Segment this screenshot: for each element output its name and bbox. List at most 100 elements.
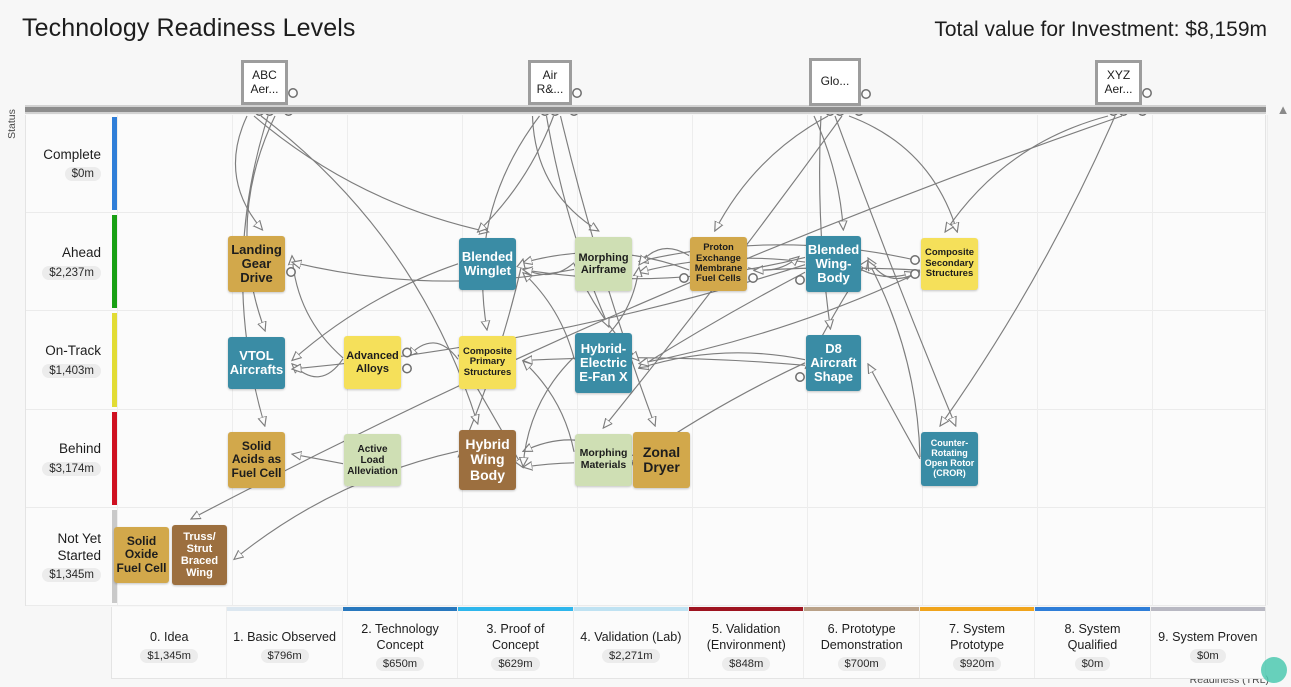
technology-card-label: Morphing Materials (579, 447, 628, 471)
total-investment-label: Total value for Investment: $8,159m (934, 18, 1267, 41)
trl-gridline (1267, 115, 1268, 605)
status-row-label[interactable]: Not Yet Started$1,345m (26, 508, 112, 606)
status-color-stripe (112, 117, 117, 211)
technology-card-label: Hybrid- Electric E-Fan X (579, 340, 628, 385)
trl-column-name: 0. Idea (149, 629, 189, 644)
link-port[interactable] (572, 88, 582, 98)
technology-card-solid-oxide-fuel-cell[interactable]: Solid Oxide Fuel Cell (114, 527, 169, 583)
technology-card-vtol-aircrafts[interactable]: VTOL Aircrafts (228, 337, 285, 389)
technology-card-composite-primary[interactable]: Composite Primary Structures (459, 336, 516, 389)
trl-column-name: 1. Basic Observed (233, 629, 337, 644)
owner-box[interactable]: Air R&... (528, 60, 572, 105)
trl-value-badge: $920m (952, 656, 1002, 671)
technology-card-solid-acids-fuel-cell[interactable]: Solid Acids as Fuel Cell (228, 432, 285, 488)
status-name: Not Yet Started (57, 531, 101, 563)
trl-column-name: 6. Prototype Demonstration (820, 622, 903, 652)
status-name: On-Track (45, 343, 101, 359)
technology-card-label: Proton Exchange Membrane Fuel Cells (694, 242, 743, 285)
technology-card-label: Composite Primary Structures (462, 345, 513, 378)
trl-column-3[interactable]: 3. Proof of Concept $629m (458, 607, 574, 678)
link-port[interactable] (861, 89, 871, 99)
technology-card-zonal-dryer[interactable]: Zonal Dryer (633, 432, 690, 488)
technology-card-proton-exchange-membrane[interactable]: Proton Exchange Membrane Fuel Cells (690, 237, 747, 291)
trl-column-5[interactable]: 5. Validation (Environment)$848m (689, 607, 805, 678)
trl-color-strip (573, 607, 689, 611)
trl-color-strip (804, 607, 919, 611)
owner-box[interactable]: Glo... (809, 58, 861, 106)
trl-column-6[interactable]: 6. Prototype Demonstration$700m (804, 607, 920, 678)
trl-column-name: 8. System Qualified (1064, 622, 1121, 652)
technology-card-label: Truss/ Strut Braced Wing (180, 530, 219, 580)
technology-card-hybrid-wing-body[interactable]: Hybrid Wing Body (459, 430, 516, 490)
trl-value-badge: $2,271m (602, 649, 660, 664)
technology-card-active-load-alleviation[interactable]: Active Load Alleviation (344, 434, 401, 486)
trl-column-0[interactable]: 0. Idea $1,345m (112, 607, 228, 678)
owner-box[interactable]: ABC Aer... (241, 60, 288, 105)
status-color-stripe (112, 411, 117, 505)
trl-color-strip (1150, 607, 1266, 611)
status-name: Complete (43, 146, 101, 162)
technology-card-d8-aircraft-shape[interactable]: D8 Aircraft Shape (806, 335, 861, 391)
trl-column-8[interactable]: 8. System Qualified $0m (1035, 607, 1151, 678)
technology-card-morphing-materials[interactable]: Morphing Materials (575, 434, 632, 486)
trl-column-4[interactable]: 4. Validation (Lab) $2,271m (573, 607, 690, 678)
technology-card-hybrid-electric-efan-x[interactable]: Hybrid- Electric E-Fan X (575, 333, 632, 393)
trl-color-strip (112, 607, 226, 611)
technology-card-composite-secondary[interactable]: Composite Secondary Structures (921, 238, 978, 290)
technology-card-label: Hybrid Wing Body (465, 435, 510, 483)
technology-card-landing-gear-drive[interactable]: Landing Gear Drive (228, 236, 285, 292)
trl-column-1[interactable]: 1. Basic Observed $796m (227, 607, 343, 678)
trl-color-strip (919, 607, 1035, 611)
owner-box[interactable]: XYZ Aer... (1095, 60, 1142, 105)
technology-card-label: D8 Aircraft Shape (810, 340, 857, 385)
trl-column-name: 3. Proof of Concept (486, 622, 545, 652)
status-axis-title: Status (6, 109, 18, 139)
status-name: Ahead (61, 245, 101, 261)
trl-value-badge: $1,345m (140, 649, 198, 664)
status-value-badge: $1,403m (42, 363, 101, 378)
trl-color-strip (458, 607, 573, 611)
trl-color-strip (1035, 607, 1150, 611)
trl-axis: 0. Idea $1,345m 1. Basic Observed $796m 2. T… (111, 607, 1266, 679)
trl-column-name: 4. Validation (Lab) (580, 629, 682, 644)
help-button[interactable] (1261, 657, 1287, 683)
link-port[interactable] (288, 88, 298, 98)
link-port[interactable] (1142, 88, 1152, 98)
status-value-badge: $3,174m (42, 461, 101, 476)
technology-card-counter-rotating-open-rotor[interactable]: Counter- Rotating Open Rotor (CROR) (921, 432, 978, 486)
trl-gridline (922, 115, 923, 605)
technology-card-morphing-airframe[interactable]: Morphing Airframe (575, 237, 632, 291)
trl-column-name: 2. Technology Concept (361, 622, 439, 652)
technology-card-label: Morphing Airframe (578, 251, 629, 276)
trl-gridline (1152, 115, 1153, 605)
trl-gridline (117, 115, 118, 605)
trl-value-badge: $796m (260, 649, 309, 664)
trl-column-2[interactable]: 2. Technology Concept$650m (342, 607, 459, 678)
trl-column-7[interactable]: 7. System Prototype $920m (919, 607, 1036, 678)
technology-card-label: Zonal Dryer (642, 443, 681, 475)
trl-value-badge: $0m (1074, 656, 1111, 671)
technology-card-advanced-alloys[interactable]: Advanced Alloys (344, 336, 401, 389)
status-row-label[interactable]: Ahead$2,237m (26, 213, 112, 311)
owner-swimlane-bar[interactable] (25, 105, 1266, 114)
status-row-label[interactable]: On-Track $1,403m (26, 311, 112, 409)
technology-card-label: Blended Winglet (461, 248, 514, 278)
technology-card-label: Solid Oxide Fuel Cell (116, 534, 167, 575)
status-row-label[interactable]: Behind$3,174m (26, 410, 112, 508)
page-title: Technology Readiness Levels (22, 14, 356, 42)
status-row-band (26, 115, 1265, 214)
trl-value-badge: $629m (491, 656, 540, 671)
status-color-stripe (112, 313, 117, 407)
trl-color-strip (689, 607, 804, 611)
technology-card-truss-strut-braced-wing[interactable]: Truss/ Strut Braced Wing (172, 525, 227, 585)
trl-column-9[interactable]: 9. System Proven$0m (1150, 607, 1266, 678)
chevron-up-icon[interactable]: ▲ (1276, 102, 1290, 117)
status-color-stripe (112, 215, 117, 309)
trl-column-name: 7. System Prototype (949, 622, 1006, 652)
trl-value-badge: $0m (1189, 649, 1226, 664)
status-row-label[interactable]: Complete$0m (26, 115, 112, 213)
technology-card-blended-winglet[interactable]: Blended Winglet (459, 238, 516, 290)
technology-card-blended-wing-body[interactable]: Blended Wing- Body (806, 236, 861, 292)
trl-gridline (1037, 115, 1038, 605)
